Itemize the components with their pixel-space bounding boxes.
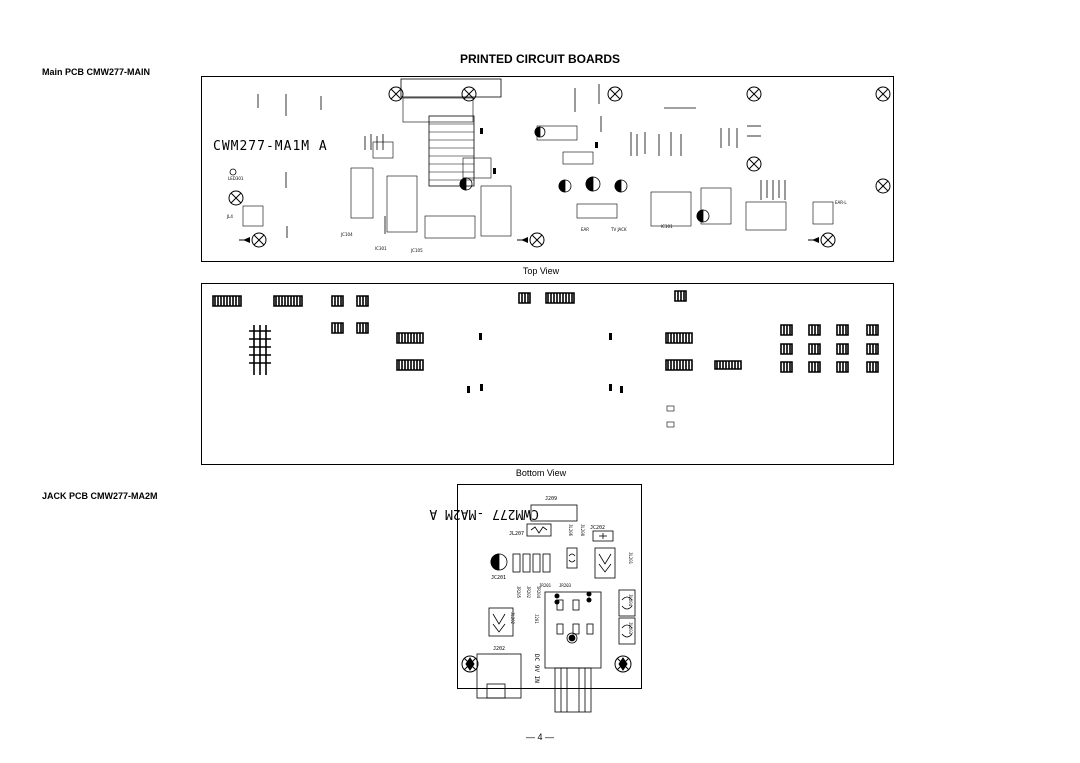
mount-hole-icon <box>228 86 891 248</box>
label-jr204: JR204 <box>536 586 541 599</box>
top-view-caption: Top View <box>522 266 560 276</box>
main-pcb-top-view <box>201 76 894 262</box>
label-jl201: JL201 <box>628 552 633 565</box>
top-view-drawing: CWM277-MA1M A <box>213 78 891 253</box>
jack-pcb-drawing: CWM277 -MA2M A J209 JL207 JC202 JC201 JR… <box>429 496 636 713</box>
label-ear: EAR <box>581 227 589 232</box>
label-jc104: JC104 <box>340 232 353 237</box>
label-jl202: JL202 <box>510 612 515 625</box>
jack-pcb-label: JACK PCB CMW277-MA2M <box>42 491 158 501</box>
label-jc201: JC201 <box>491 575 506 581</box>
label-jr201: JR201 <box>539 583 552 588</box>
jack-pcb-board <box>457 484 642 689</box>
label-j209: J209 <box>545 496 557 502</box>
label-led301: LED301 <box>228 176 244 181</box>
label-jr203: JR203 <box>559 583 572 588</box>
label-ic301: IC301 <box>375 246 387 251</box>
label-jr205: JR205 <box>516 586 521 599</box>
label-ic101: IC101 <box>661 224 673 229</box>
bottom-view-drawing <box>212 290 879 428</box>
label-jl206: JL206 <box>568 524 573 537</box>
label-ear-l: EAR-L <box>835 200 847 205</box>
label-jc105: JC105 <box>410 248 423 253</box>
label-jl4: JL4 <box>226 214 233 219</box>
header-footprint <box>212 292 742 371</box>
label-jl203: JL203 <box>628 622 633 635</box>
label-jl207: JL207 <box>509 531 524 537</box>
short-header-footprint <box>331 290 879 373</box>
page-number: — 4 — <box>525 732 554 742</box>
main-pcb-bottom-view <box>201 283 894 465</box>
label-jr202: JR202 <box>526 586 531 599</box>
label-tv-jack: TV JACK <box>610 227 627 232</box>
label-j201: J201 <box>534 614 539 624</box>
jack-board-silkscreen-name: CWM277 -MA2M A <box>429 506 539 521</box>
bottom-view-caption: Bottom View <box>515 468 567 478</box>
main-pcb-label: Main PCB CMW277-MAIN <box>42 67 151 77</box>
label-jl208: JL208 <box>580 524 585 537</box>
label-jl204: JL204 <box>628 594 633 607</box>
top-board-silkscreen-name: CWM277-MA1M A <box>213 139 328 154</box>
vertical-bar-assembly <box>249 325 271 375</box>
page-title: PRINTED CIRCUIT BOARDS <box>459 52 620 66</box>
label-j202: J202 <box>493 646 505 652</box>
label-jc202: JC202 <box>590 525 605 531</box>
label-dc-in: DC 9V IN <box>533 654 540 683</box>
